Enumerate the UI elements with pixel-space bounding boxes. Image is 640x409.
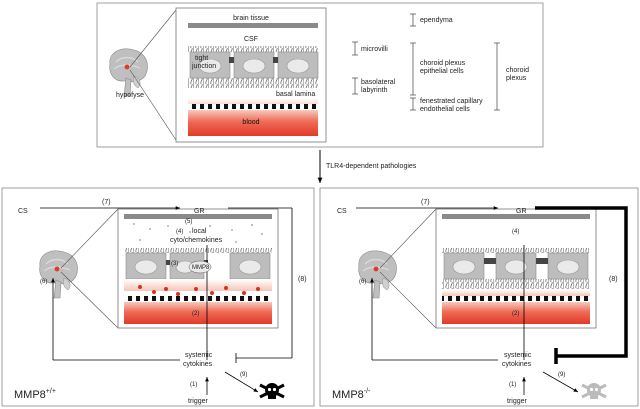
- right-step6: (6): [359, 279, 366, 285]
- left-step6: (6): [40, 279, 47, 285]
- mmp8-label: MMP8: [192, 265, 210, 271]
- left-gr-label: GR: [194, 208, 205, 215]
- blood-layer: [188, 110, 318, 136]
- right-gr-label: GR: [516, 208, 527, 215]
- right-title: MMP8-/-: [332, 388, 371, 401]
- transition-label: TLR4-dependent pathologies: [326, 163, 417, 170]
- left-step2: (2): [192, 311, 199, 317]
- left-step7: (7): [102, 199, 111, 206]
- right-step8: (8): [609, 276, 618, 283]
- left-cs-label: CS: [18, 208, 28, 215]
- right-step4: (4): [512, 229, 519, 235]
- basal-lamina-label: basal lamina: [276, 91, 315, 98]
- microvilli-legend: microvilli: [361, 46, 388, 53]
- left-step8: (8): [298, 276, 307, 283]
- left-skull-icon: [259, 383, 285, 399]
- left-trigger: trigger: [188, 398, 209, 405]
- hypofyse-label: hypofyse: [116, 92, 144, 99]
- brain-tissue-label: brain tissue: [233, 15, 269, 22]
- endothelial-layer: [188, 104, 318, 109]
- left-step5: (5): [185, 219, 192, 225]
- epithelial-cells: [188, 46, 319, 88]
- right-cs-label: CS: [337, 208, 347, 215]
- top-legend: [352, 13, 500, 111]
- right-step1: (1): [509, 382, 516, 388]
- right-trigger: trigger: [507, 398, 528, 405]
- right-step2: (2): [512, 311, 519, 317]
- right-step9: (9): [558, 372, 565, 378]
- right-skull-icon: [581, 383, 607, 399]
- ependyma-layer: [188, 23, 318, 28]
- csf-label: CSF: [244, 36, 258, 43]
- right-step7: (7): [421, 199, 430, 206]
- ependyma-legend: ependyma: [420, 17, 453, 24]
- blood-label: blood: [242, 119, 259, 126]
- left-title: MMP8+/+: [14, 388, 56, 401]
- left-step3: (3): [171, 261, 178, 267]
- left-step9: (9): [240, 372, 247, 378]
- left-step4: (4): [176, 229, 183, 235]
- right-gr-inhibition-line: [535, 206, 628, 364]
- left-step1: (1): [190, 382, 197, 388]
